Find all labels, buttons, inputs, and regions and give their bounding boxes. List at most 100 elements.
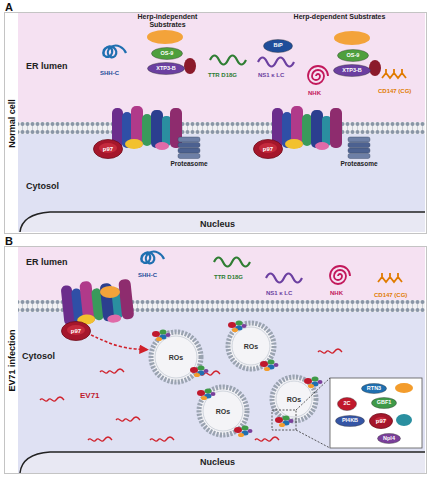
red-arrow [91, 335, 148, 350]
protein-name: p97 [253, 146, 283, 152]
replication-organelle: ROs [196, 384, 250, 438]
replication-complexes [152, 330, 171, 342]
figure-panel: BEV71 infectionp97ROsROsROsROsRTN32CGBF1… [4, 246, 427, 474]
protein-oval [378, 434, 401, 444]
inset-leader [272, 378, 330, 448]
proteasome: Proteasome [161, 137, 217, 171]
substrate-chains [330, 266, 350, 284]
protein-oval: RTN3 [361, 383, 387, 394]
panel-side-title: EV71 infection [8, 301, 17, 421]
proteasome-name: Proteasome [161, 161, 217, 168]
p97-hexamer [62, 322, 91, 341]
replication-complexes [197, 389, 216, 401]
substrate-chains [214, 258, 250, 267]
substrate-chains [308, 66, 328, 84]
substrate-chains [141, 252, 164, 264]
annotation-label: NHK [308, 90, 321, 97]
viral-rna-strands [100, 369, 124, 373]
viral-rna-strands [196, 371, 220, 375]
panel-letter: A [5, 2, 13, 13]
panel-a-compartments [18, 134, 425, 232]
erad-complexes [60, 106, 342, 328]
p97-hexamer [254, 140, 283, 159]
lumen-chaperones [369, 60, 381, 76]
replication-organelle: ROs [269, 374, 319, 424]
viral-rna-strands [88, 437, 112, 441]
protein-oval [334, 65, 371, 77]
substrate-chains [378, 273, 402, 282]
annotation-label: CD147 (CG) [378, 88, 411, 95]
inset-leader [296, 378, 330, 410]
p97-hexamer: p97 [93, 139, 123, 159]
substrate-chains [382, 69, 406, 78]
protein-name: PI4KB [335, 418, 365, 424]
annotation-label: CD147 (CG) [374, 292, 407, 299]
protein-name: p97 [93, 146, 123, 152]
protein-name: XTP3-B [333, 68, 371, 74]
annotation-label: NHK [330, 290, 343, 297]
viral-rna-strands [116, 417, 140, 421]
lumen-chaperones [334, 31, 370, 45]
organelle-name: ROs [148, 354, 204, 361]
protein-oval: BiP [263, 39, 293, 53]
substrate-chains [210, 56, 246, 65]
organelle-name: ROs [225, 343, 277, 350]
protein-oval: 2C [337, 397, 357, 411]
substrate-chains [103, 46, 406, 284]
inset-leader [296, 430, 330, 448]
replication-complexes [275, 416, 294, 428]
annotation-label: TTR D18G [208, 72, 237, 79]
replication-complexes [228, 321, 247, 333]
proteasome-ring [178, 137, 200, 142]
panel-a-compartments [20, 212, 425, 232]
proteasome-ring [348, 143, 370, 148]
protein-oval: Npl4 [377, 433, 401, 444]
viral-rna-strands [255, 437, 279, 441]
proteasome-ring [348, 154, 370, 159]
erad-complexes [272, 106, 342, 150]
substrate-chains [258, 58, 294, 67]
panel-letter: B [5, 236, 13, 247]
inset-box [396, 414, 412, 426]
protein-name: Npl4 [377, 436, 401, 442]
replication-complexes [234, 426, 253, 438]
substrate-chains [266, 274, 302, 283]
organelle-name: ROs [196, 408, 250, 415]
p97-hexamer [370, 414, 393, 429]
p97-hexamer: p97 [253, 139, 283, 159]
annotation-label: Cytosol [26, 182, 59, 192]
protein-oval: PI4KB [335, 415, 365, 427]
viral-rna-strands [40, 397, 64, 401]
inset-leader [272, 410, 296, 430]
panel-b-compartments [20, 452, 425, 473]
inset-box [330, 378, 422, 448]
protein-oval: XTP3-B [333, 64, 371, 77]
annotation-label: NS1 κ LC [266, 290, 292, 297]
p97-hexamer: p97 [369, 413, 393, 429]
erad-complexes [60, 277, 134, 328]
proteasome-ring [178, 143, 200, 148]
protein-oval [264, 40, 293, 53]
proteasome-ring [348, 148, 370, 153]
inset-box [395, 383, 413, 393]
viral-rna-strands [318, 349, 342, 353]
panel-a-compartments [18, 122, 425, 134]
panel-b-compartments [20, 452, 425, 473]
protein-name: GBF1 [371, 400, 397, 406]
protein-oval: GBF1 [371, 397, 397, 409]
inset-box [330, 378, 422, 448]
lumen-chaperones [147, 30, 183, 44]
protein-oval [372, 398, 397, 409]
panel-side-title: Normal cell [8, 64, 17, 184]
panel-a-compartments [18, 13, 425, 122]
protein-name: OS-9 [151, 51, 183, 57]
proteasome-ring [178, 154, 200, 159]
protein-oval [338, 398, 357, 411]
annotation-label: SHH-C [138, 272, 157, 279]
protein-oval [148, 63, 185, 75]
figure-panel: ANormal cellOS-9XTP3-Bp97ProteasomeBiPOS… [4, 12, 427, 234]
replication-complexes [260, 360, 279, 372]
